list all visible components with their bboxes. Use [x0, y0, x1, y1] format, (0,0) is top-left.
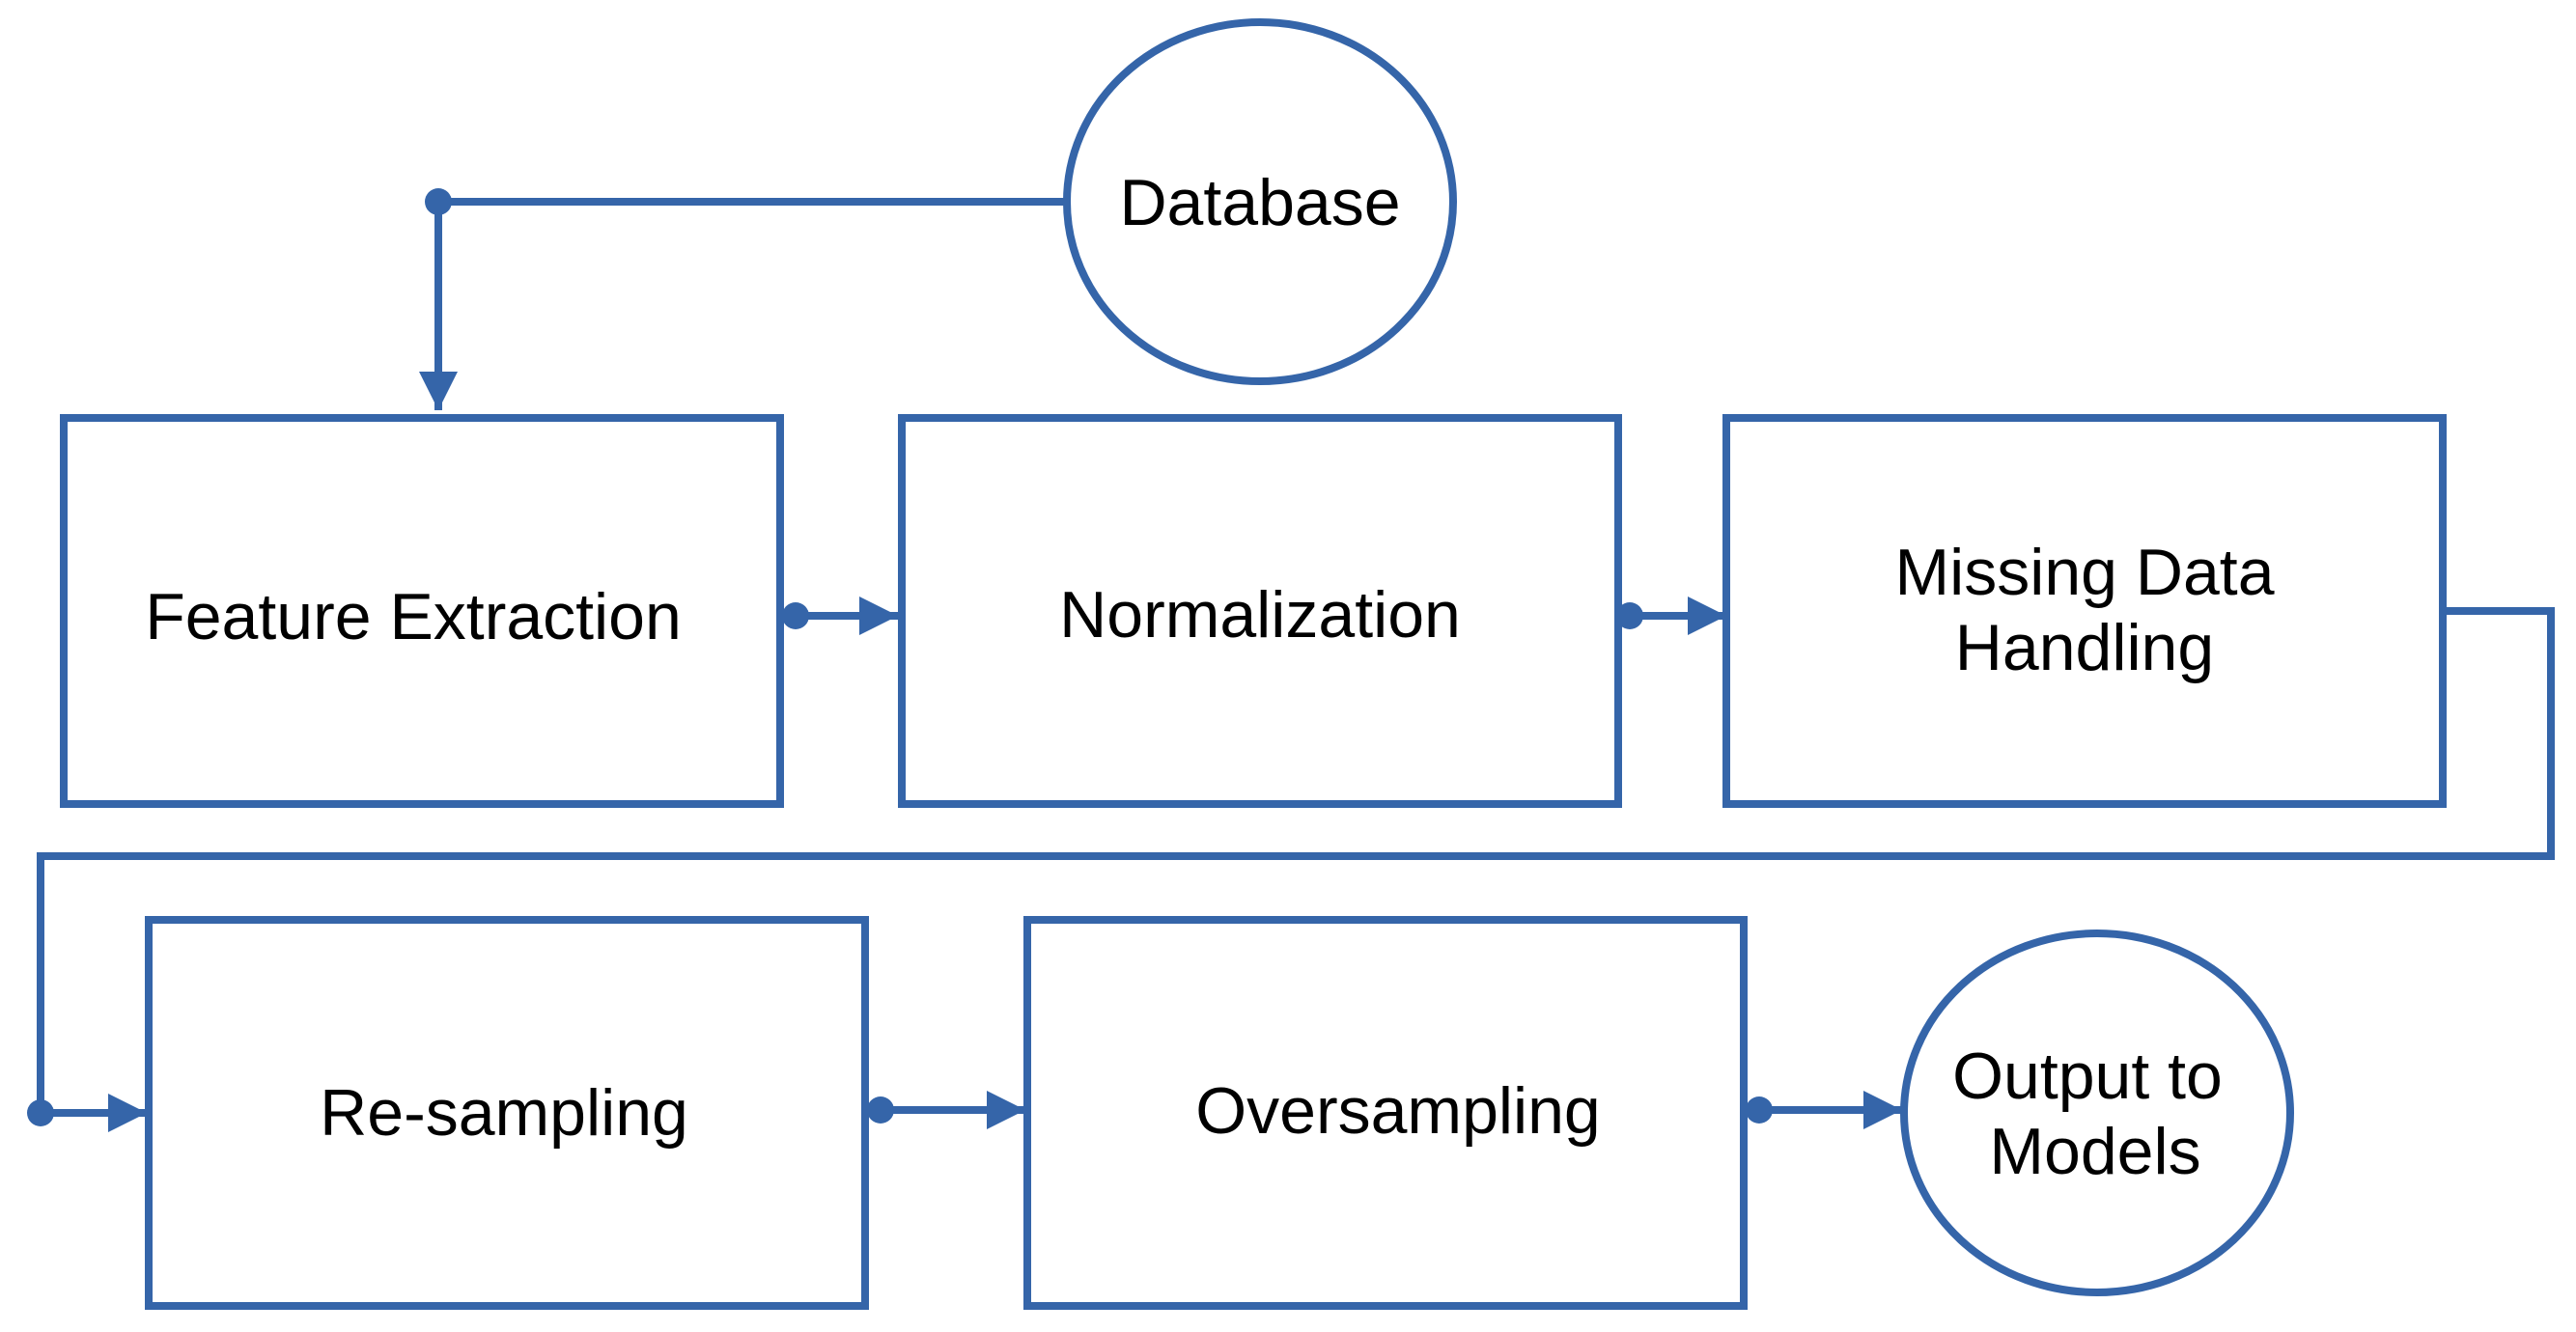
labels: Database Feature Extraction Normalizatio… — [145, 166, 2274, 1188]
missing-data-handling-node — [1722, 414, 2447, 808]
resampling-label: Re-sampling — [320, 1076, 688, 1150]
connector-dot — [27, 1099, 54, 1126]
feature-extraction-node — [60, 414, 784, 808]
output-to-models-node — [1900, 930, 2294, 1296]
resampling-node — [145, 916, 869, 1310]
oversampling-node — [1023, 916, 1748, 1310]
database-label: Database — [1119, 166, 1400, 239]
output-label-line-1: Output to — [1952, 1040, 2223, 1113]
connector-missing-data-to-resampling — [37, 607, 2555, 1132]
connector-dot — [867, 1096, 894, 1124]
connector-dot — [425, 188, 452, 215]
connector-dot — [782, 602, 809, 629]
connector-dot — [1746, 1096, 1773, 1124]
missing-data-label-line-2: Handling — [1955, 611, 2214, 684]
database-node — [1063, 18, 1457, 385]
output-label-line-2: Models — [1989, 1115, 2200, 1188]
missing-data-label-line-1: Missing Data — [1894, 536, 2274, 609]
connector-dots — [27, 188, 1773, 1126]
connector-database-to-feature-extraction — [419, 198, 1067, 410]
nodes — [60, 18, 2447, 1310]
normalization-node — [898, 414, 1622, 808]
normalization-label: Normalization — [1059, 578, 1461, 652]
connector-dot — [1616, 602, 1643, 629]
oversampling-label: Oversampling — [1195, 1074, 1601, 1148]
feature-extraction-label: Feature Extraction — [145, 580, 682, 653]
